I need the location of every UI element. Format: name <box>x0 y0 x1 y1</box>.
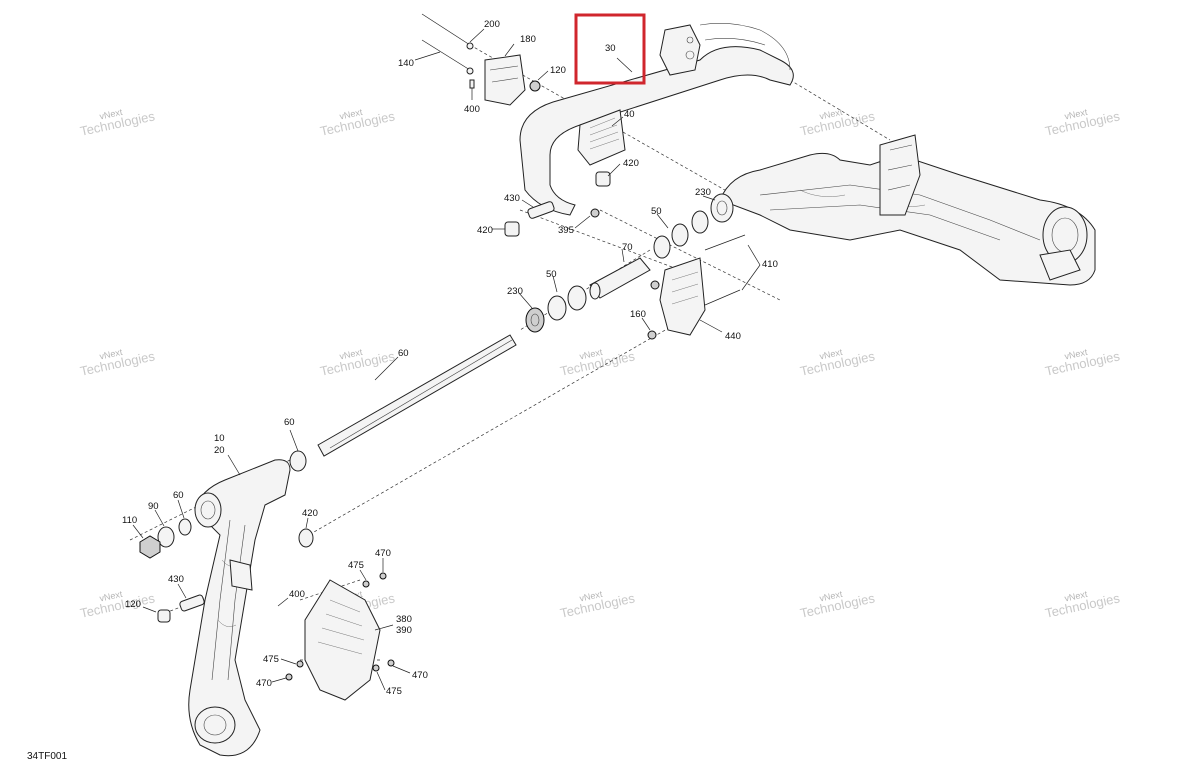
watermark: vNext Technologies <box>1044 589 1122 621</box>
svg-text:vNext: vNext <box>99 347 124 362</box>
watermark: vNext Technologies <box>319 107 397 139</box>
svg-text:vNext: vNext <box>1064 107 1089 122</box>
seal-230-lower[interactable] <box>525 307 545 333</box>
callout-160[interactable]: 160 <box>630 309 646 320</box>
callout-120[interactable]: 120 <box>550 65 566 76</box>
trailing-arm-right[interactable] <box>719 152 1096 286</box>
callout-10[interactable]: 10 <box>214 433 225 444</box>
callout-390[interactable]: 390 <box>396 625 412 636</box>
watermark: vNext Technologies <box>799 347 877 379</box>
callout-200[interactable]: 200 <box>484 19 500 30</box>
callout-60[interactable]: 60 <box>173 490 184 501</box>
callout-475[interactable]: 475 <box>348 560 364 571</box>
highlight-box <box>574 13 646 85</box>
callout-labels: 200 180 140 120 400 30 40 420 430 420 39… <box>122 19 778 697</box>
svg-text:vNext: vNext <box>339 107 364 122</box>
callout-430[interactable]: 430 <box>168 574 184 585</box>
sway-bar-link-mount[interactable] <box>659 24 701 76</box>
watermark: vNext Technologies <box>559 347 637 379</box>
spacer-tube[interactable] <box>589 257 651 300</box>
left-arm-bushings[interactable] <box>139 450 314 623</box>
callout-180[interactable]: 180 <box>520 34 536 45</box>
callout-400[interactable]: 400 <box>464 104 480 115</box>
callout-80[interactable]: 60 <box>398 348 409 359</box>
bearing-mount-230-upper[interactable] <box>710 193 734 223</box>
shock-mount-bracket[interactable] <box>879 134 921 216</box>
watermark: vNext Technologies <box>799 589 877 621</box>
svg-text:vNext: vNext <box>579 347 604 362</box>
bushing-block[interactable] <box>577 109 626 166</box>
watermark: vNext Technologies <box>799 107 877 139</box>
svg-text:vNext: vNext <box>579 589 604 604</box>
callout-420[interactable]: 420 <box>623 158 639 169</box>
watermark: vNext Technologies <box>79 589 157 621</box>
end-link-parts[interactable] <box>504 171 611 237</box>
callout-400[interactable]: 400 <box>289 589 305 600</box>
callout-110[interactable]: 110 <box>122 515 137 526</box>
callout-90[interactable]: 90 <box>148 501 159 512</box>
callout-395[interactable]: 395 <box>558 225 574 236</box>
callout-30[interactable]: 30 <box>605 43 616 54</box>
bearings-50-upper[interactable] <box>653 210 709 259</box>
skid-plate[interactable] <box>285 572 395 701</box>
watermark: vNext Technologies <box>79 107 157 139</box>
callout-40[interactable]: 40 <box>624 109 635 120</box>
trailing-arm-left[interactable] <box>188 459 291 757</box>
callout-440[interactable]: 440 <box>725 331 741 342</box>
pivot-shaft[interactable] <box>317 334 517 457</box>
svg-text:vNext: vNext <box>819 347 844 362</box>
callout-380[interactable]: 380 <box>396 614 412 625</box>
callout-470[interactable]: 470 <box>412 670 428 681</box>
watermark: vNext Technologies <box>79 347 157 379</box>
sway-bar[interactable] <box>519 23 794 216</box>
callout-140[interactable]: 140 <box>398 58 414 69</box>
svg-text:vNext: vNext <box>819 589 844 604</box>
callout-475[interactable]: 475 <box>386 686 402 697</box>
sway-bar-bracket[interactable] <box>484 54 526 106</box>
svg-text:vNext: vNext <box>339 347 364 362</box>
watermark: vNext Technologies <box>559 589 637 621</box>
svg-text:vNext: vNext <box>99 589 124 604</box>
callout-410[interactable]: 410 <box>762 259 778 270</box>
bearings-50-lower[interactable] <box>547 285 587 321</box>
watermark: vNext Technologies <box>319 347 397 379</box>
pivot-bracket[interactable] <box>647 234 746 340</box>
callout-475[interactable]: 475 <box>263 654 279 665</box>
callout-470[interactable]: 470 <box>375 548 391 559</box>
callout-230[interactable]: 230 <box>695 187 711 198</box>
watermark: vNext Technologies <box>1044 107 1122 139</box>
callout-420[interactable]: 420 <box>302 508 318 519</box>
svg-text:vNext: vNext <box>1064 347 1089 362</box>
callout-50[interactable]: 50 <box>651 206 662 217</box>
callout-420[interactable]: 420 <box>477 225 493 236</box>
callout-470[interactable]: 470 <box>256 678 272 689</box>
svg-text:vNext: vNext <box>819 107 844 122</box>
figure-code: 34TF001 <box>27 751 68 762</box>
callout-70[interactable]: 70 <box>622 242 633 253</box>
svg-text:vNext: vNext <box>99 107 124 122</box>
callout-430[interactable]: 430 <box>504 193 520 204</box>
bracket-bolts[interactable] <box>421 13 541 92</box>
callout-20[interactable]: 20 <box>214 445 225 456</box>
svg-text:vNext: vNext <box>1064 589 1089 604</box>
watermark: vNext Technologies <box>1044 347 1122 379</box>
callout-230[interactable]: 230 <box>507 286 523 297</box>
callout-120[interactable]: 120 <box>125 599 141 610</box>
callout-60[interactable]: 60 <box>284 417 295 428</box>
callout-50[interactable]: 50 <box>546 269 557 280</box>
leader-lines <box>132 28 761 691</box>
